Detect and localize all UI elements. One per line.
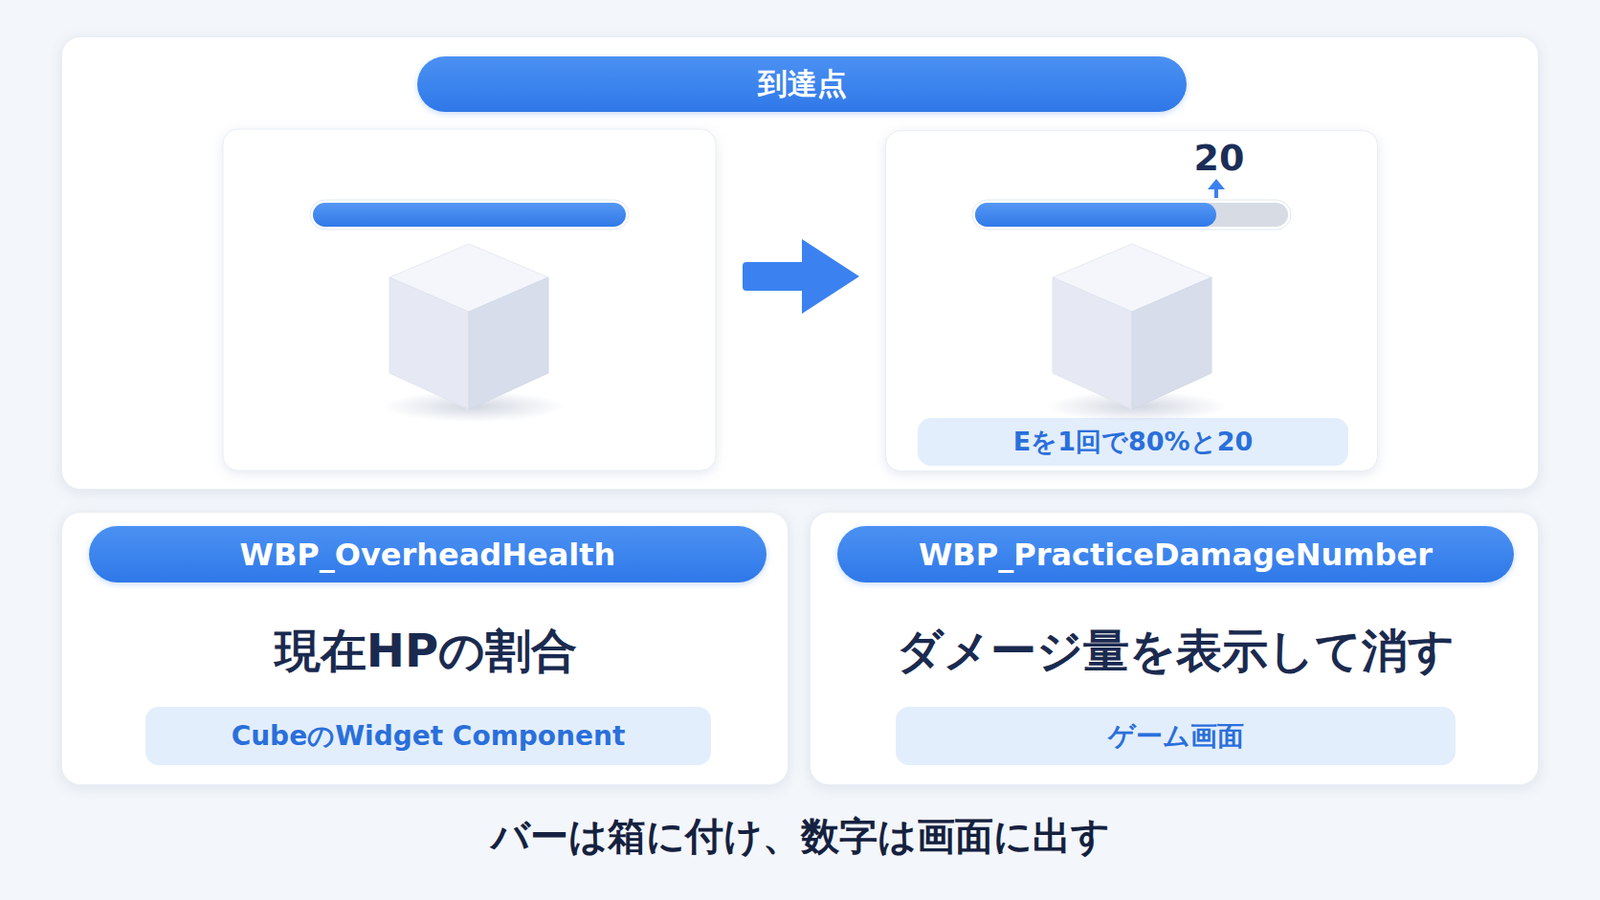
result-note: Eを1回で80%と20 <box>917 418 1349 467</box>
widget-name: WBP_OverheadHealth <box>88 526 767 583</box>
goal-panel: 到達点 20Eを1回で80%と20 <box>61 36 1539 490</box>
widget-panel: WBP_OverheadHealth 現在HPの割合 CubeのWidget Com… <box>61 511 789 786</box>
after-card: 20Eを1回で80%と20 <box>885 130 1378 472</box>
section-title: 到達点 <box>417 56 1187 112</box>
location-label: ゲーム画面 <box>895 707 1456 766</box>
widget-role: 現在HPの割合 <box>62 620 790 684</box>
widget-panel: WBP_PracticeDamageNumber ダメージ量を表示して消すゲーム画… <box>809 511 1539 786</box>
location-label: CubeのWidget Component <box>145 707 712 766</box>
damage-number: 20 <box>1171 135 1267 180</box>
location-pill: ゲーム画面 <box>895 707 1456 766</box>
location-pill: CubeのWidget Component <box>145 707 712 766</box>
widget-name: WBP_PracticeDamageNumber <box>837 526 1514 583</box>
result-pill: Eを1回で80%と20 <box>917 418 1349 467</box>
caption: バーは箱に付け、数字は画面に出す <box>0 809 1600 864</box>
widget-role: ダメージ量を表示して消す <box>810 620 1540 684</box>
